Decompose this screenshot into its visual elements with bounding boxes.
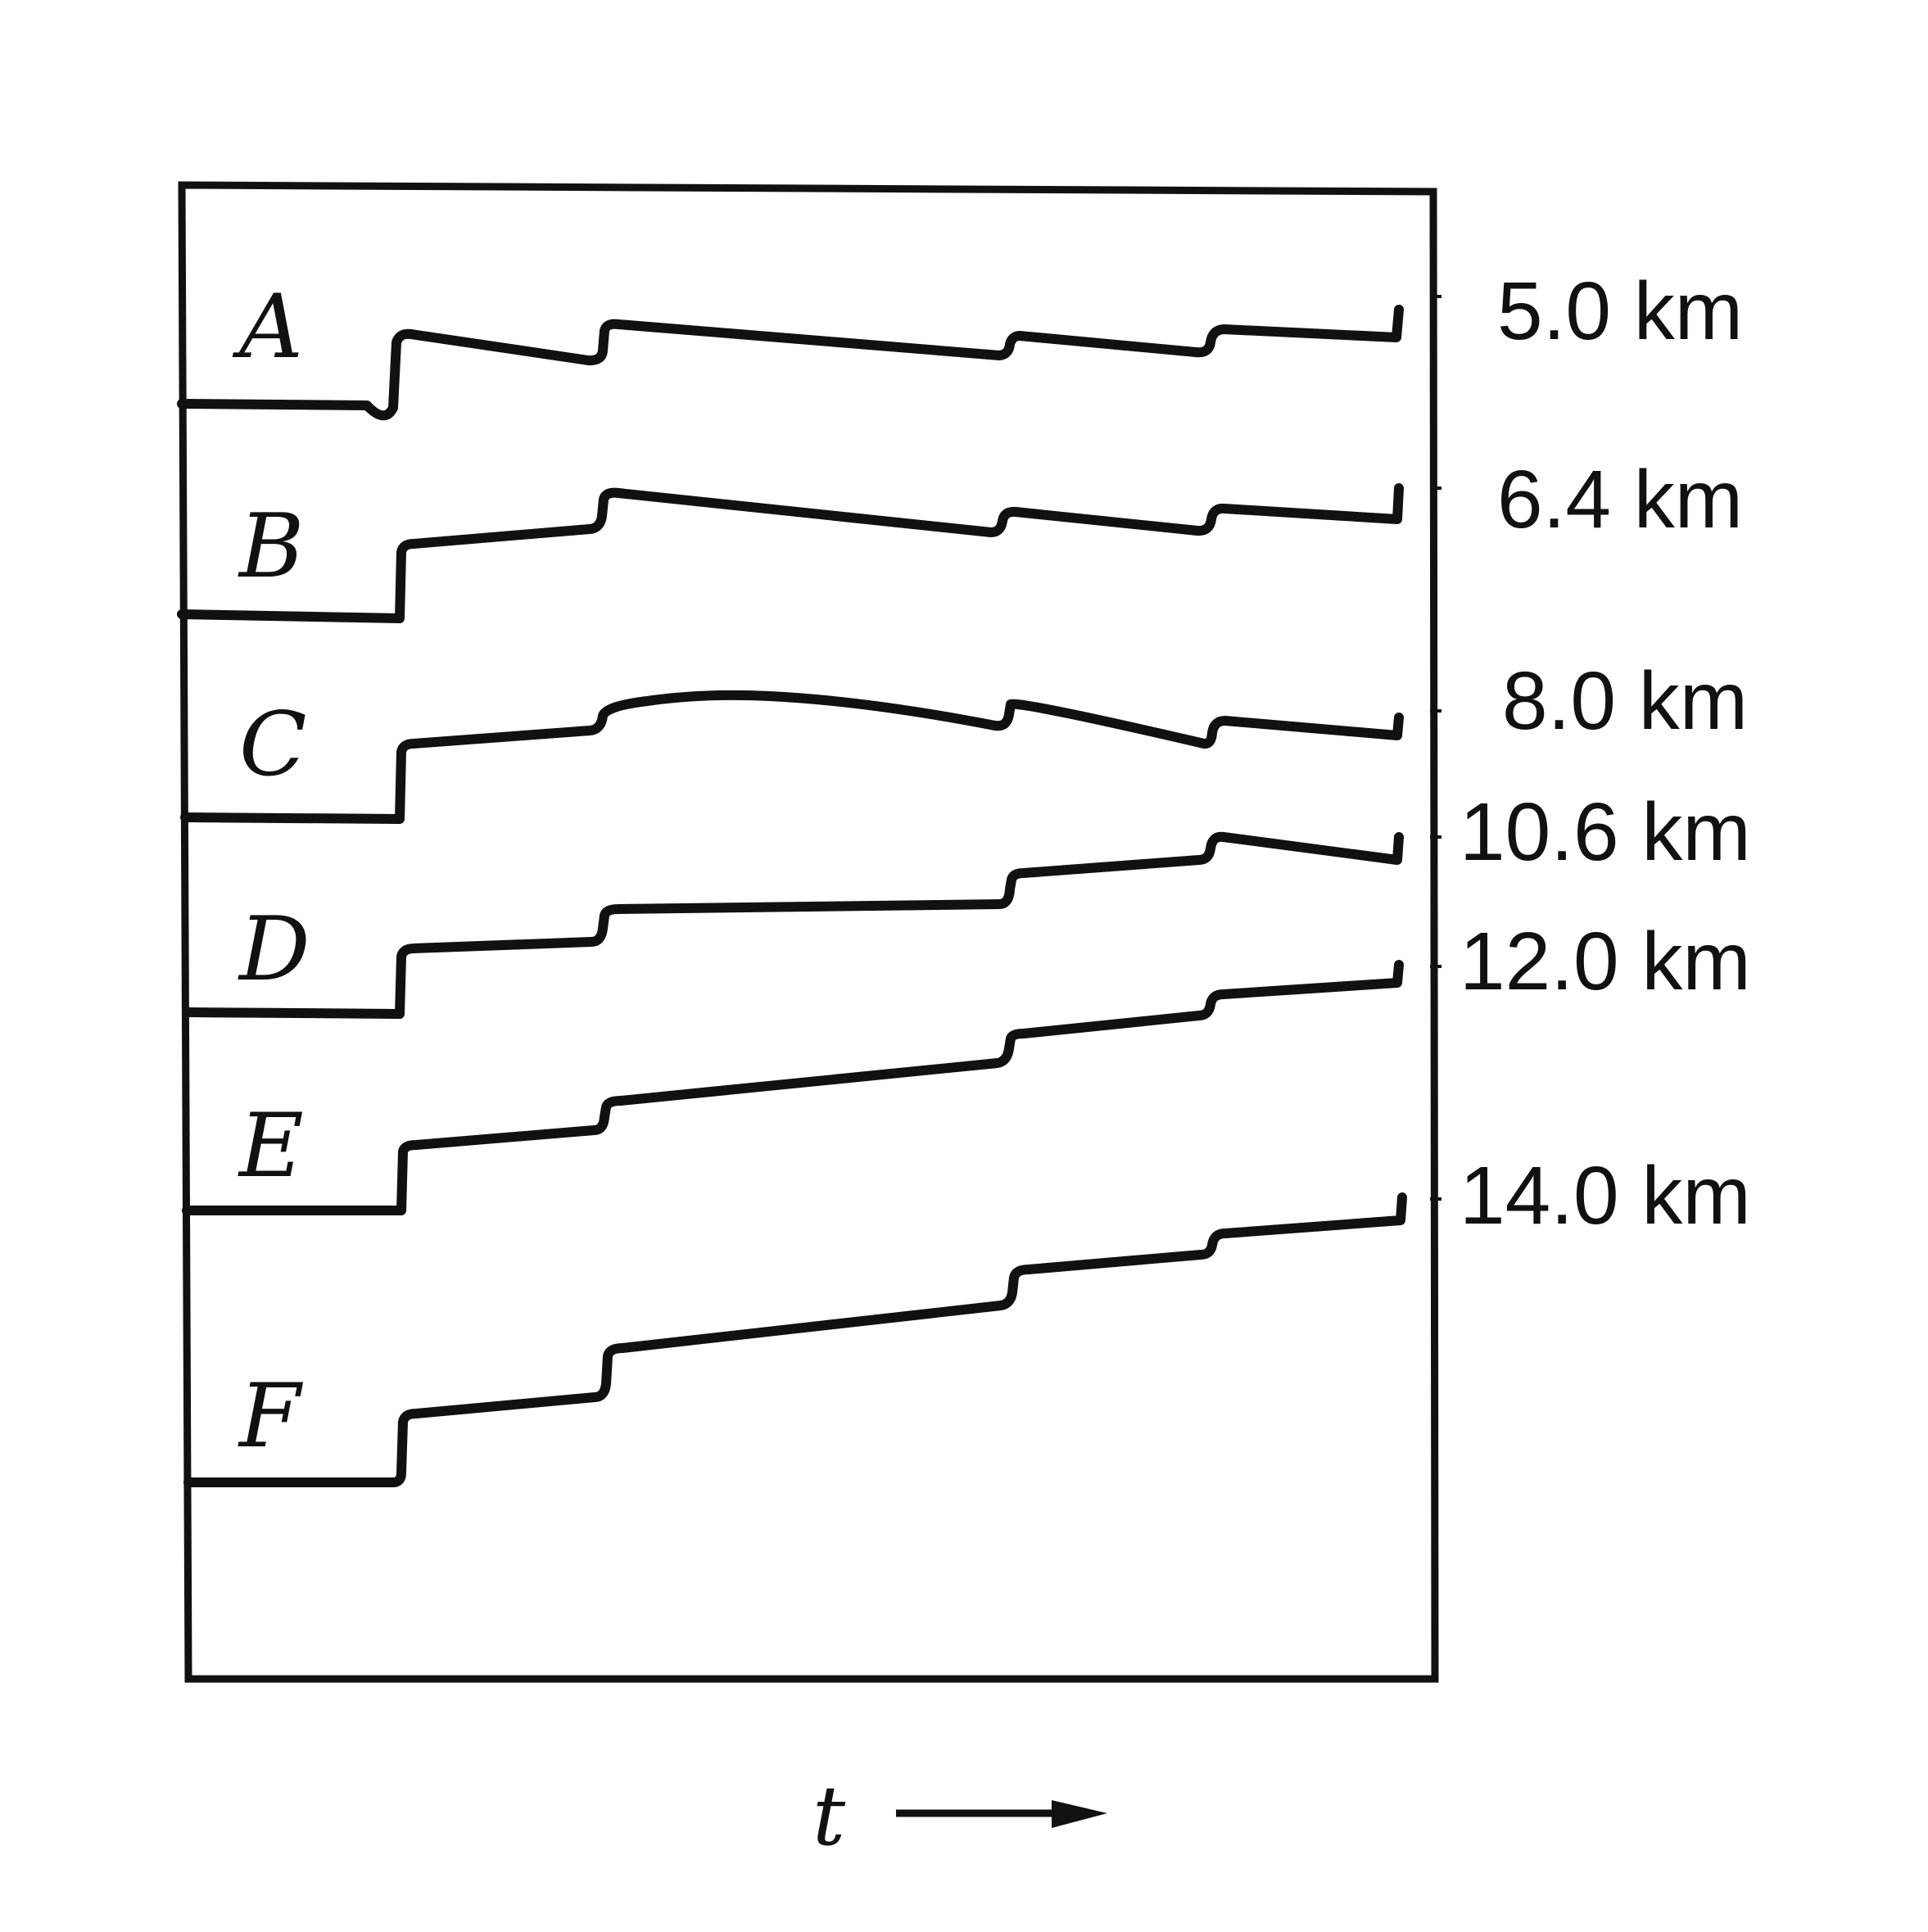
trace-b <box>177 483 1404 623</box>
trace-label-a: A <box>232 276 303 378</box>
trace-label-d: D <box>238 898 310 1001</box>
depth-label-a: 5.0 km <box>1497 265 1743 357</box>
depth-label-f: 14.0 km <box>1460 1150 1751 1242</box>
depth-label-d: 10.6 km <box>1460 786 1751 878</box>
trace-f <box>183 1192 1407 1487</box>
trace-c <box>180 690 1404 824</box>
time-arrow-head <box>1052 1800 1107 1828</box>
trace-e <box>182 960 1404 1215</box>
depth-label-e: 12.0 km <box>1460 916 1751 1007</box>
time-axis-label: t <box>812 1768 846 1864</box>
trace-label-f: F <box>238 1365 304 1468</box>
trace-label-b: B <box>238 495 304 598</box>
depth-label-b: 6.4 km <box>1497 454 1743 545</box>
depth-label-c: 8.0 km <box>1502 655 1748 747</box>
trace-label-e: E <box>238 1095 304 1197</box>
trace-d <box>182 831 1404 1019</box>
plot-frame <box>178 181 1439 1683</box>
trace-a <box>177 305 1404 421</box>
trace-label-c: C <box>239 694 307 796</box>
